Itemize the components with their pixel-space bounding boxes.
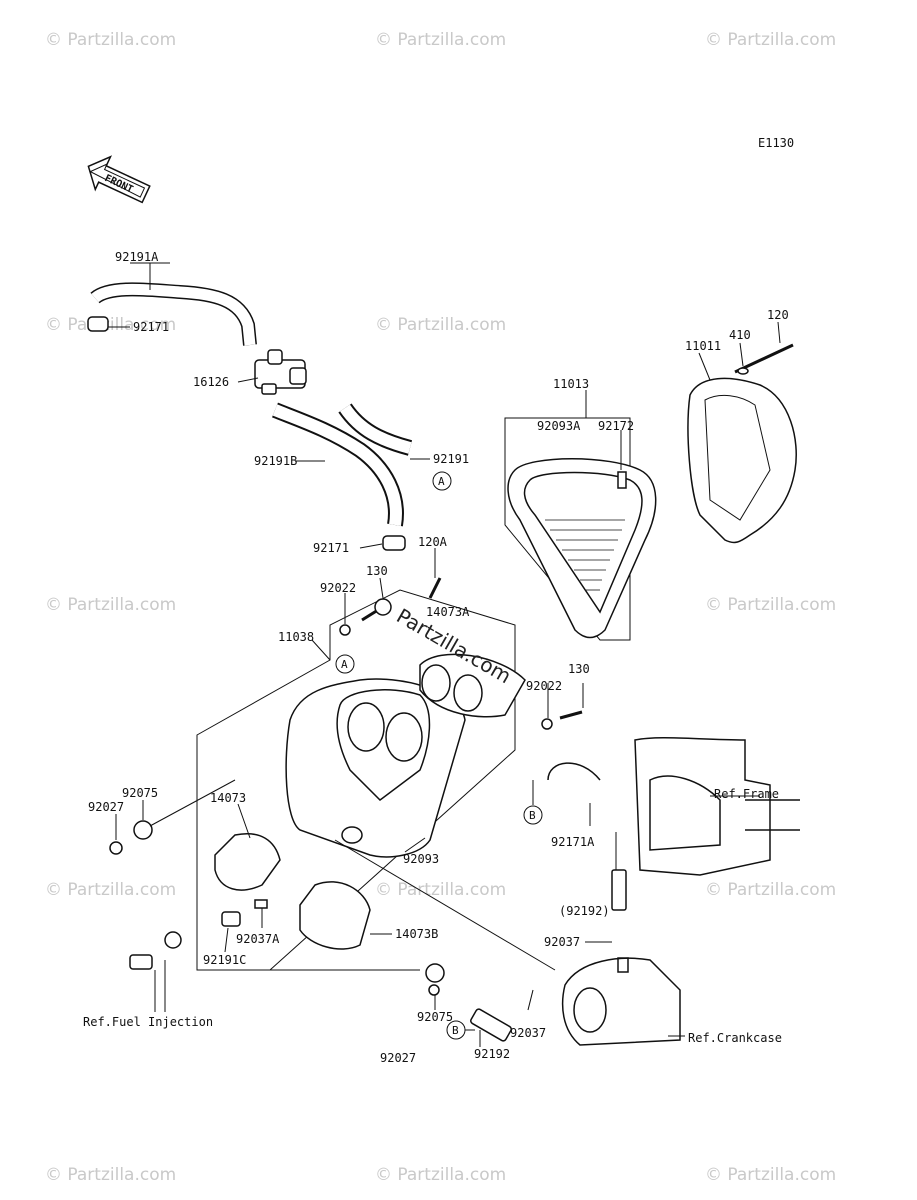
part-label: 120 bbox=[767, 308, 789, 322]
part-label: 92022 bbox=[526, 679, 562, 693]
part-label: 92093 bbox=[403, 852, 439, 866]
intake-duct bbox=[419, 653, 526, 718]
svg-text:A: A bbox=[438, 475, 445, 488]
ref-frame-label: Ref.Frame bbox=[714, 787, 779, 801]
frame-reference bbox=[547, 737, 800, 876]
part-label: 92037A bbox=[236, 932, 280, 946]
watermark: © Partzilla.com bbox=[705, 595, 836, 615]
part-label: 14073 bbox=[210, 791, 246, 805]
part-label: 92191A bbox=[115, 250, 159, 264]
watermark: © Partzilla.com bbox=[45, 30, 176, 50]
air-filter-element bbox=[504, 417, 657, 641]
part-label: 92192 bbox=[474, 1047, 510, 1061]
watermark: © Partzilla.com bbox=[45, 880, 176, 900]
svg-text:A: A bbox=[341, 658, 348, 671]
watermark: © Partzilla.com bbox=[375, 315, 506, 335]
part-label: 11013 bbox=[553, 377, 589, 391]
watermark: © Partzilla.com bbox=[45, 1165, 176, 1185]
leader-lines bbox=[108, 262, 781, 1047]
callout-b-bottom: B bbox=[446, 1020, 466, 1040]
part-label: 410 bbox=[729, 328, 751, 342]
part-label: 11011 bbox=[685, 339, 721, 353]
part-label: 130 bbox=[366, 564, 388, 578]
part-label: 92172 bbox=[598, 419, 634, 433]
air-cleaner-cover bbox=[687, 343, 797, 544]
part-label: 92171 bbox=[313, 541, 349, 555]
part-label: (92192) bbox=[559, 904, 610, 918]
watermark: © Partzilla.com bbox=[375, 1165, 506, 1185]
part-label: 16126 bbox=[193, 375, 229, 389]
part-label: 92171 bbox=[133, 320, 169, 334]
watermark: © Partzilla.com bbox=[705, 30, 836, 50]
watermark-layer: © Partzilla.com © Partzilla.com © Partzi… bbox=[45, 30, 836, 1185]
part-label: 14073A bbox=[426, 605, 470, 619]
callout-b-right: B bbox=[523, 805, 543, 825]
part-label: 92027 bbox=[88, 800, 124, 814]
watermark: © Partzilla.com bbox=[45, 595, 176, 615]
part-label: 14073B bbox=[395, 927, 438, 941]
part-label: 92093A bbox=[537, 419, 581, 433]
hose-assembly bbox=[87, 282, 413, 551]
part-label: 92075 bbox=[122, 786, 158, 800]
part-label: 92037 bbox=[544, 935, 580, 949]
fasteners bbox=[109, 577, 627, 1042]
front-arrow-icon: FRONT bbox=[87, 155, 151, 204]
watermark: © Partzilla.com bbox=[705, 1165, 836, 1185]
ref-fuel-injection-label: Ref.Fuel Injection bbox=[83, 1015, 213, 1029]
part-labels: 92191A 92171 16126 92191 92191B 92171 12… bbox=[83, 250, 789, 1065]
watermark: © Partzilla.com bbox=[375, 30, 506, 50]
part-label: 130 bbox=[568, 662, 590, 676]
part-label: 92191C bbox=[203, 953, 246, 967]
part-label: 120A bbox=[418, 535, 448, 549]
part-label: 92191B bbox=[254, 454, 297, 468]
svg-text:B: B bbox=[529, 809, 536, 822]
watermark: © Partzilla.com bbox=[705, 880, 836, 900]
part-label: 92022 bbox=[320, 581, 356, 595]
duct-lower bbox=[214, 833, 371, 950]
svg-text:B: B bbox=[452, 1024, 459, 1037]
part-label: 11038 bbox=[278, 630, 314, 644]
part-label: 92191 bbox=[433, 452, 469, 466]
watermark: © Partzilla.com bbox=[45, 315, 176, 335]
callout-a-upper: A bbox=[432, 471, 452, 491]
part-label: 92171A bbox=[551, 835, 595, 849]
crankcase-reference bbox=[561, 957, 681, 1046]
part-label: 92075 bbox=[417, 1010, 453, 1024]
ref-crankcase-label: Ref.Crankcase bbox=[688, 1031, 782, 1045]
watermark: © Partzilla.com bbox=[375, 880, 506, 900]
diagram-code: E1130 bbox=[758, 136, 794, 150]
part-label: 92037 bbox=[510, 1026, 546, 1040]
callout-a-housing: A bbox=[335, 654, 355, 674]
part-label: 92027 bbox=[380, 1051, 416, 1065]
